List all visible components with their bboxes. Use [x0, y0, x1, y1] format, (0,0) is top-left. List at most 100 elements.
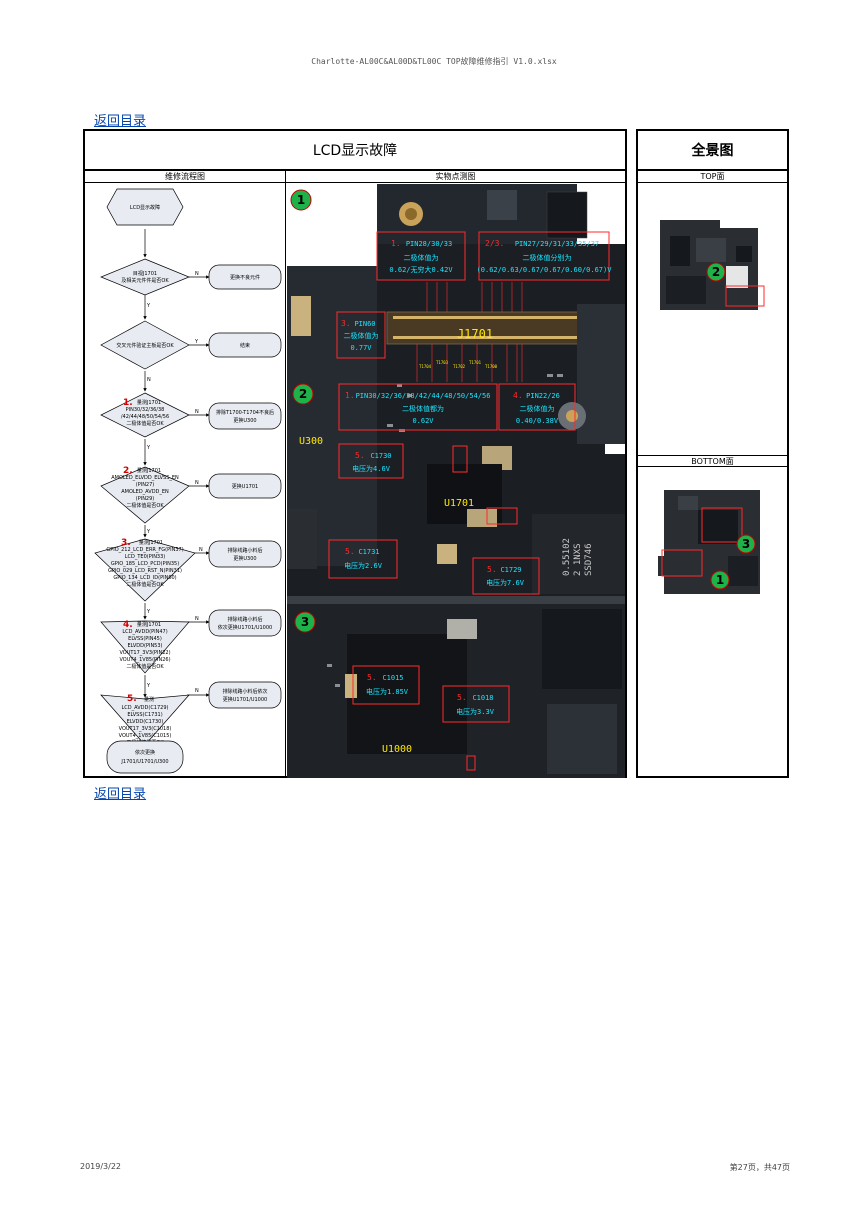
bottom-side-highlight-box-a — [701, 507, 743, 543]
flow-step-number: 1. — [123, 398, 133, 408]
flow-decision-6 — [100, 620, 190, 674]
flow-end-text-a: 依次更换 — [135, 749, 155, 756]
measure-box-2-text-b: 二极体值分别为 — [523, 253, 572, 262]
measure-box-10-text-a: C1018 — [472, 694, 493, 702]
flow-decision-7-text-d: ELVDD(C1730) — [127, 719, 164, 725]
flow-decision-5-text-c: LCD_TE0(PIN33) — [125, 554, 166, 560]
measure-box-3-text-a: PIN60 — [354, 320, 375, 328]
marker-circle-1-label: 1 — [297, 193, 305, 207]
measure-box-6-number: 5. — [355, 451, 365, 460]
top-side-marker — [706, 262, 726, 282]
marker-circle-2-label: 2 — [299, 387, 307, 401]
component-c1730-marker — [452, 445, 468, 473]
flow-decision-6-text-g: 二极体值是否OK — [126, 663, 164, 670]
top-side-label: TOP面 — [638, 171, 787, 183]
measure-box-1-number: 1. — [391, 239, 401, 248]
file-title: Charlotte-AL00C&AL00D&TL00C TOP故障维修指引 V1… — [311, 57, 557, 66]
marker-circle-1 — [290, 189, 312, 211]
component-c1018-marker — [466, 755, 476, 771]
measure-box-9-number: 5. — [367, 673, 377, 682]
label-u1000: U1000 — [382, 744, 412, 755]
flow-action-4-text: 更换U1701 — [232, 483, 258, 490]
back-to-toc-link[interactable]: 返回目录 — [94, 114, 147, 129]
flow-decision-3-text-c: /42/44/48/50/54/56 — [121, 414, 169, 420]
measure-box-4-text-c: 0.62V — [412, 417, 434, 425]
measure-box-9-text-a: C1015 — [382, 674, 403, 682]
measure-box-5 — [498, 383, 576, 431]
measure-box-4-text-b: 二极体值都为 — [402, 404, 444, 413]
marker-circle-2 — [292, 383, 314, 405]
flow-decision-7-text-a: 量测 — [144, 696, 154, 703]
flow-decision-4-text-d: AMOLED_AVDD_EN — [121, 489, 169, 495]
measure-box-2-text-c: (0.62/0.63/0.67/0.67/0.60/0.67)V — [477, 266, 613, 274]
flow-action-2-text: 结束 — [240, 342, 250, 349]
flow-action-5 — [208, 540, 282, 568]
label-t1701: T1701 — [469, 360, 482, 365]
measure-box-3-number: 3. — [341, 319, 351, 328]
flow-action-5-text-b: 更换U300 — [233, 555, 256, 562]
bottom-side-highlight-box-b — [661, 549, 703, 577]
label-j1701: J1701 — [457, 327, 493, 341]
flow-decision-4-text-c: (PIN27) — [136, 482, 155, 488]
label-t1704: T1704 — [419, 364, 432, 369]
measure-box-2-text-a: PIN27/29/31/33/35/37 — [515, 240, 599, 248]
measure-box-9-text-b: 电压为1.85V — [366, 687, 409, 696]
flow-start-text: LCD显示故障 — [130, 204, 160, 211]
flow-action-7 — [208, 681, 282, 709]
flow-end-text-b: J1701/U1701/U300 — [120, 759, 168, 765]
measure-box-9 — [352, 665, 420, 705]
flow-decision-5-text-f: GPIO_134_LCD_ID(PIN60) — [113, 575, 176, 581]
flow-action-5-text-a: 排除线路小料后 — [227, 547, 262, 554]
flow-no-label: N — [195, 688, 199, 694]
flow-decision-2-text: 交叉元件验证主板是否OK — [116, 342, 174, 349]
measure-box-3-text-c: 0.77V — [350, 344, 372, 352]
flow-decision-5-text-d: GPIO_185_LCD_PCD(PIN35) — [111, 561, 179, 567]
flow-decision-4-text-f: 二极体值是否OK — [126, 502, 164, 509]
label-t1703: T1703 — [436, 360, 449, 365]
board-measurement-photo: 1 2 3 1. PIN28/30/33 二极体值为 0.62/无穷大0.42V… — [287, 184, 625, 778]
bottom-side-marker-1 — [710, 570, 730, 590]
chip-mark-line-2: 2 1NXS — [573, 543, 583, 576]
flow-action-6-text-b: 依次更换U1701/U1000 — [218, 624, 272, 631]
measure-box-8-text-a: C1729 — [500, 566, 521, 574]
chip-mark-line-1: 0.55102 — [562, 538, 572, 576]
main-title: LCD显示故障 — [85, 131, 625, 171]
back-to-toc-link-bottom[interactable]: 返回目录 — [94, 787, 147, 802]
bottom-side-board-image: 3 1 — [658, 490, 760, 594]
measure-box-4-text-a: PIN30/32/36/38/42/44/48/50/54/56 — [356, 392, 491, 400]
flow-action-1-text: 更换不良元件 — [230, 274, 260, 281]
measure-box-7-number: 5. — [345, 547, 355, 556]
flow-action-7-text-b: 更换U1701/U1000 — [223, 696, 267, 703]
top-side-marker-label: 2 — [712, 265, 720, 279]
flow-decision-6-text-b: LCD_AVDD(PIN47) — [122, 629, 167, 635]
measure-box-6-text-a: C1730 — [370, 452, 391, 460]
flow-no-label: N — [195, 616, 199, 622]
flow-decision-7-text-e: VOUT17_3V3(C1018) — [119, 726, 172, 732]
bottom-side-marker-1-label: 1 — [716, 573, 724, 587]
bottom-side-label: BOTTOM面 — [638, 455, 787, 467]
flow-step-number: 3. — [121, 538, 131, 548]
flow-step-number: 2. — [123, 466, 133, 476]
flow-decision-3 — [100, 392, 190, 438]
overview-title: 全景图 — [638, 131, 787, 171]
flow-step-number: 5. — [127, 694, 137, 704]
flow-yes-label: Y — [146, 303, 151, 309]
top-side-highlight-box — [725, 285, 765, 307]
bottom-side-marker-3 — [736, 534, 756, 554]
bottom-side-marker-3-label: 3 — [742, 537, 750, 551]
flow-decision-6-text-d: ELVDD(PIN53) — [127, 643, 162, 649]
flow-yes-label: Y — [146, 683, 151, 689]
label-t1702: T1702 — [453, 364, 466, 369]
flow-decision-5 — [94, 538, 196, 602]
measure-box-3 — [336, 311, 386, 359]
flow-action-3-text-b: 更换U300 — [233, 417, 256, 424]
flow-decision-5-text-b: GPIO_212_LCD_ERR_FG(PIN37) — [106, 547, 183, 553]
measure-box-1-text-b: 二极体值为 — [404, 253, 439, 262]
measure-box-8-text-b: 电压为7.6V — [486, 578, 525, 587]
chip-mark-line-3: SSD746 — [584, 543, 594, 576]
measure-box-4-number: 1. — [345, 391, 355, 400]
flow-decision-1-text-a: 目视J1701 — [133, 270, 157, 277]
measure-box-4 — [338, 383, 498, 431]
flow-action-3 — [208, 402, 282, 430]
flow-action-7-text-a: 排除线路小料后依次 — [222, 688, 267, 695]
